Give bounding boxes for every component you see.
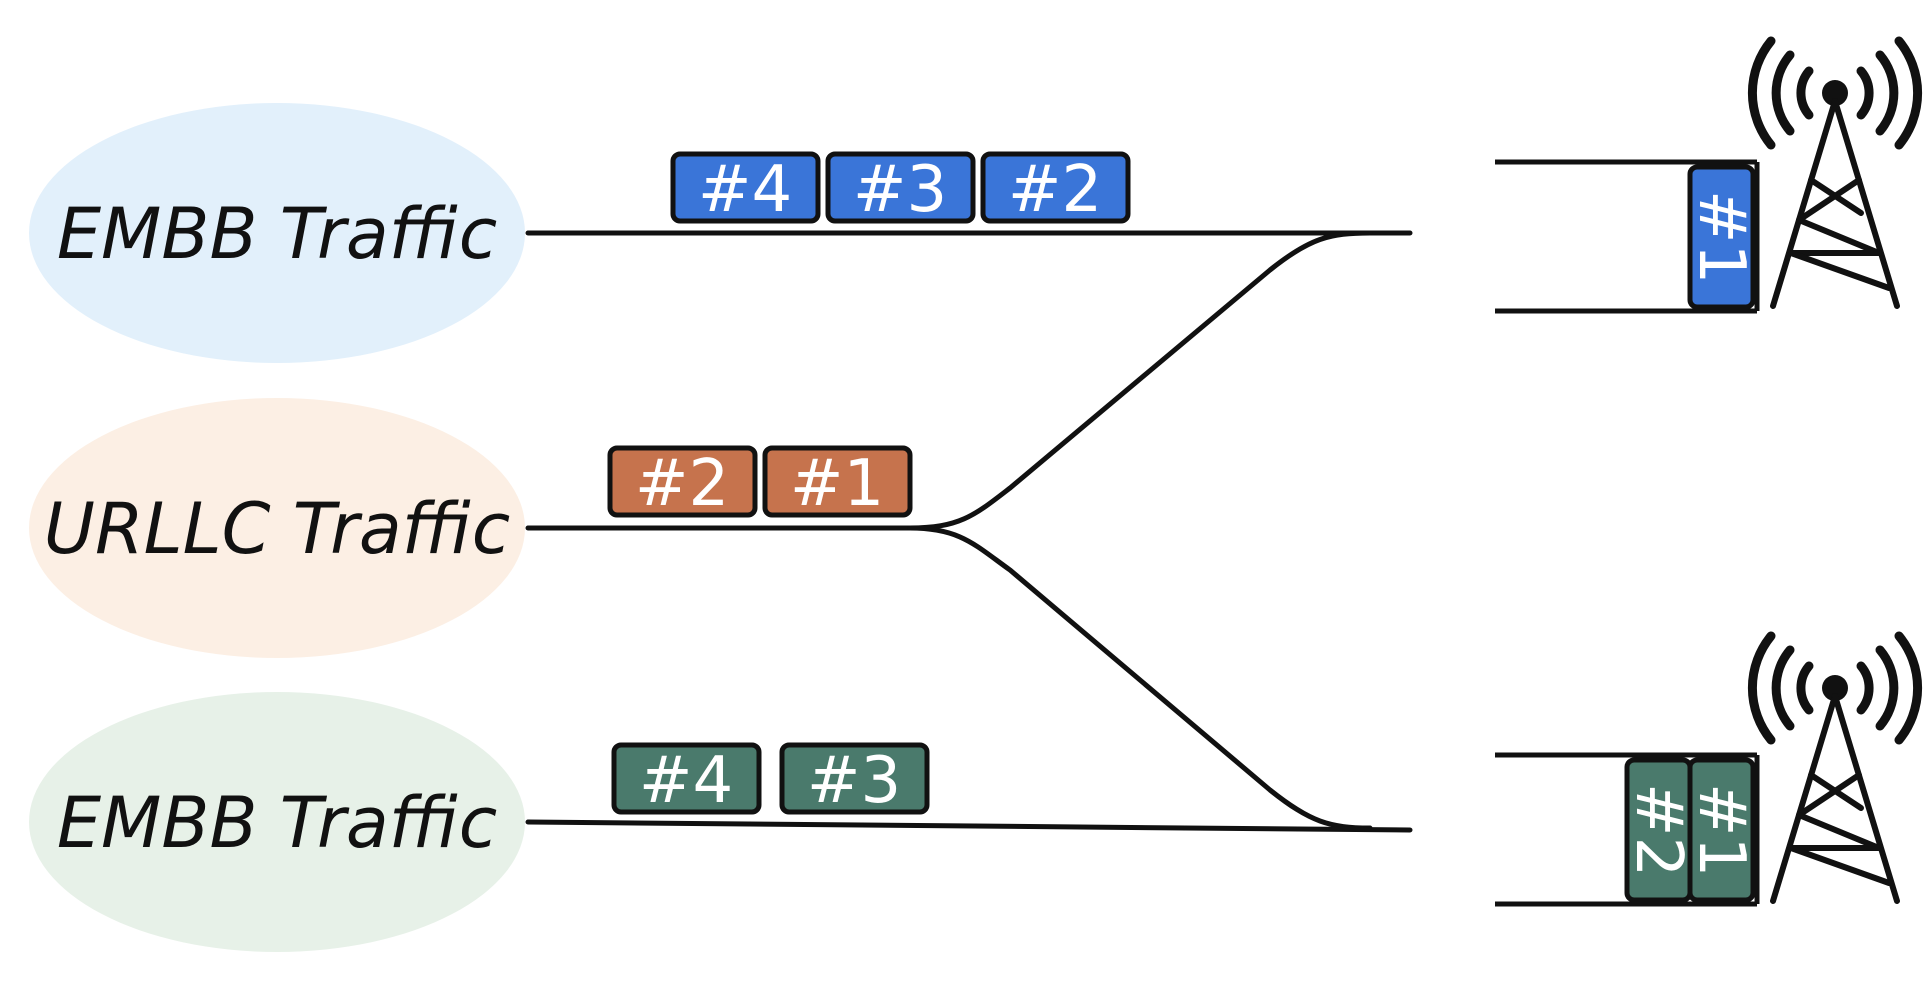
urllc-to-top-branch xyxy=(907,230,1373,531)
embb-top-label: EMBB Traffic xyxy=(57,193,497,275)
bottom-queue-packet: #1 xyxy=(1684,757,1758,903)
embb-bottom-packet-label: #4 xyxy=(639,744,733,818)
urllc-packet-label: #1 xyxy=(790,447,884,521)
embb-top-packet-label: #3 xyxy=(853,153,947,227)
embb-bottom-source xyxy=(29,692,525,952)
urllc-packet: #1 xyxy=(762,445,913,521)
urllc-packet: #2 xyxy=(607,445,758,521)
bottom-queue-packet-label: #1 xyxy=(1684,783,1758,877)
embb-bottom-label: EMBB Traffic xyxy=(57,782,497,864)
embb-top-packet-label: #2 xyxy=(1008,153,1102,227)
embb-top-packet: #2 xyxy=(980,151,1131,227)
urllc-source xyxy=(29,398,525,658)
embb-top-packet: #3 xyxy=(825,151,976,227)
embb-bottom-packet: #4 xyxy=(611,742,762,818)
embb-bottom-packet-label: #3 xyxy=(807,744,901,818)
embb-top-packet: #4 xyxy=(670,151,821,227)
bottom-queue-packet-label: #2 xyxy=(1621,783,1695,877)
bottom-queue: #2 #1 xyxy=(1495,752,1760,907)
bottom-queue-packet: #2 xyxy=(1621,757,1695,903)
embb-bottom-link xyxy=(525,819,1413,833)
top-queue-packet-label: #1 xyxy=(1684,190,1758,284)
urllc-label: URLLC Traffic xyxy=(44,488,510,570)
top-queue: #1 xyxy=(1495,159,1760,314)
embb-top-source xyxy=(29,103,525,363)
cell-tower-icon xyxy=(1747,631,1923,904)
cell-tower-icon xyxy=(1747,36,1923,309)
embb-top-packet-label: #4 xyxy=(698,153,792,227)
urllc-to-bottom-branch xyxy=(907,525,1373,831)
top-queue-packet: #1 xyxy=(1684,164,1758,310)
urllc-packet-label: #2 xyxy=(635,447,729,521)
embb-bottom-packet: #3 xyxy=(779,742,930,818)
